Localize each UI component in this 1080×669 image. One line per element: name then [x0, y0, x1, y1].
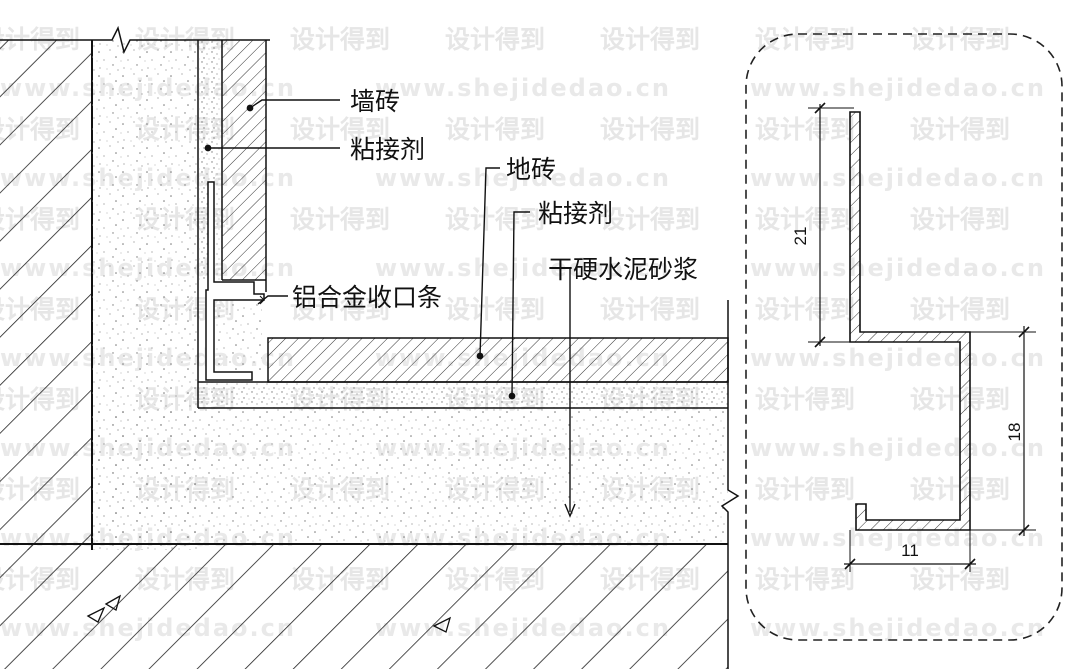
- watermark-cn: 设计得到: [755, 475, 855, 504]
- watermark-cn: 设计得到: [755, 205, 855, 234]
- trim-strip-profile: [205, 181, 265, 381]
- watermark-cn: 设计得到: [600, 295, 700, 324]
- watermark-cn: 设计得到: [755, 385, 855, 414]
- watermark-cn: 设计得到: [290, 115, 390, 144]
- watermark-cn: 设计得到: [600, 205, 700, 234]
- profile-shape: [849, 111, 971, 531]
- watermark-cn: 设计得到: [600, 115, 700, 144]
- label-floor-adhesive: 粘接剂: [538, 199, 613, 228]
- ground-slab: [0, 544, 728, 669]
- watermark-cn: 设计得到: [445, 25, 545, 54]
- dim-bottom-height: 18: [1005, 423, 1024, 442]
- watermark-url: www.shejidedao.cn: [750, 254, 1046, 282]
- dim-width: 11: [901, 541, 919, 560]
- watermark-cn: 设计得到: [755, 295, 855, 324]
- floor-adhesive-layer: [198, 382, 728, 408]
- watermark-cn: 设计得到: [910, 565, 1010, 594]
- structural-wall: [0, 40, 92, 550]
- watermark-url: www.shejidedao.cn: [375, 164, 671, 192]
- watermark-cn: 设计得到: [290, 295, 390, 324]
- watermark-cn: 设计得到: [755, 25, 855, 54]
- watermark-url: www.shejidedao.cn: [375, 254, 671, 282]
- label-mortar: 干硬水泥砂浆: [548, 255, 698, 284]
- watermark-cn: 设计得到: [910, 25, 1010, 54]
- watermark-url: www.shejidedao.cn: [750, 74, 1046, 102]
- mortar-bed: [92, 408, 728, 544]
- wall-tile: [222, 40, 266, 280]
- floor-tile: [267, 337, 729, 383]
- profile-detail: 21 18 11: [745, 33, 1063, 641]
- watermark-url: www.shejidedao.cn: [750, 164, 1046, 192]
- watermark-url: www.shejidedao.cn: [375, 74, 671, 102]
- watermark-cn: 设计得到: [290, 205, 390, 234]
- watermark-cn: 设计得到: [755, 115, 855, 144]
- watermark-cn: 设计得到: [910, 205, 1010, 234]
- label-trim-strip: 铝合金收口条: [292, 283, 442, 312]
- label-wall-adhesive: 粘接剂: [350, 135, 425, 164]
- watermark-cn: 设计得到: [910, 295, 1010, 324]
- watermark-url: www.shejidedao.cn: [750, 344, 1046, 372]
- watermark-url: www.shejidedao.cn: [750, 614, 1046, 642]
- label-wall-tile: 墙砖: [350, 87, 400, 116]
- watermark-cn: 设计得到: [600, 25, 700, 54]
- section-detail: [0, 25, 740, 669]
- detail-frame: [745, 33, 1063, 641]
- labels: 墙砖 粘接剂 地砖 粘接剂 干硬水泥砂浆 铝合金收口条: [292, 87, 698, 312]
- watermark-cn: 设计得到: [445, 295, 545, 324]
- watermark-cn: 设计得到: [290, 25, 390, 54]
- dim-top-height: 21: [791, 227, 810, 246]
- watermark-cn: 设计得到: [755, 565, 855, 594]
- watermark-url: www.shejidedao.cn: [750, 434, 1046, 462]
- leaders: [204, 99, 576, 518]
- watermark-cn: 设计得到: [910, 115, 1010, 144]
- label-floor-tile: 地砖: [506, 155, 556, 184]
- watermark-cn: 设计得到: [445, 115, 545, 144]
- watermark-cn: 设计得到: [445, 205, 545, 234]
